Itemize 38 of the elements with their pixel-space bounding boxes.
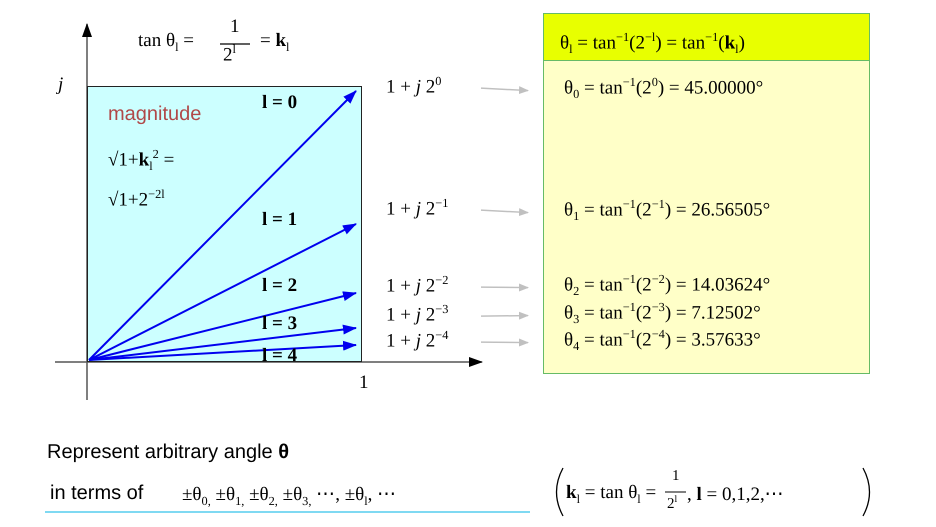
index-label: l = 1 (262, 209, 298, 231)
point-label: 1 + j 2$^{0}$ (386, 74, 442, 98)
formula-text: , l = 0,1,2,⋯ (687, 483, 784, 506)
fraction-numerator: 1 (230, 16, 240, 38)
arrow (481, 283, 529, 292)
arrow (480, 208, 529, 216)
index-label: l = 3 (262, 313, 298, 335)
index-label: l = 4 (262, 345, 298, 367)
formula-row: θ$_{2}$ = tan$^{−1}$(2$^{−2}$) = 14.03624° (564, 272, 770, 300)
tick-label: 1 (359, 372, 368, 394)
arrow (480, 86, 529, 94)
formula-text: = k$_{l}$ (260, 30, 290, 55)
fraction-denominator: 2$^{l}$ (667, 494, 678, 513)
formula-panel (543, 13, 870, 374)
arrow (481, 338, 529, 346)
formula-text: √1+k$_{l}$$^{2}$ = (108, 147, 174, 174)
point-label: 1 + j 2$^{−4}$ (386, 328, 448, 352)
formula-row: θ$_{4}$ = tan$^{−1}$(2$^{−4}$) = 3.57633° (564, 327, 761, 354)
formula-row: θ$_{3}$ = tan$^{−1}$(2$^{−3}$) = 7.12502° (564, 300, 761, 328)
formula-row: θ$_{1}$ = tan$^{−1}$(2$^{−1}$) = 26.56505° (564, 197, 770, 224)
formula-text: tan θ$_{l}$ = (138, 30, 194, 55)
formula-text: √1+2$^{−2l}$ (108, 187, 165, 212)
arrow (480, 312, 529, 320)
formula-text: ±θ$_{0,}$ ±θ$_{1,}$ ±θ$_{2,}$ ±θ$_{3,}$ ⋯, ±θ$_{l}$, ⋯ (182, 483, 396, 509)
axis-label: j (58, 74, 64, 96)
fraction-numerator: 1 (672, 468, 680, 485)
heading-text: magnitude (108, 103, 202, 126)
point-label: 1 + j 2$^{−3}$ (386, 302, 448, 326)
point-label: 1 + j 2$^{−2}$ (386, 273, 448, 298)
caption-text: Represent arbitrary angle θ (47, 441, 290, 464)
panel-header: θ$_{l}$ = tan$^{−1}$(2$^{−l}$) = tan$^{−1}$(k$_{l}$) (544, 14, 869, 61)
formula-row: θ$_{0}$ = tan$^{−1}$(2$^{0}$) = 45.00000° (564, 75, 764, 102)
fraction-denominator: 2$^{l}$ (223, 42, 236, 66)
formula-text: k$_{l}$ = tan θ$_{l}$ = (566, 482, 656, 507)
caption-text: in terms of (50, 482, 144, 505)
index-label: l = 0 (262, 92, 298, 114)
index-label: l = 2 (262, 275, 298, 297)
point-label: 1 + j 2$^{−1}$ (386, 196, 448, 220)
